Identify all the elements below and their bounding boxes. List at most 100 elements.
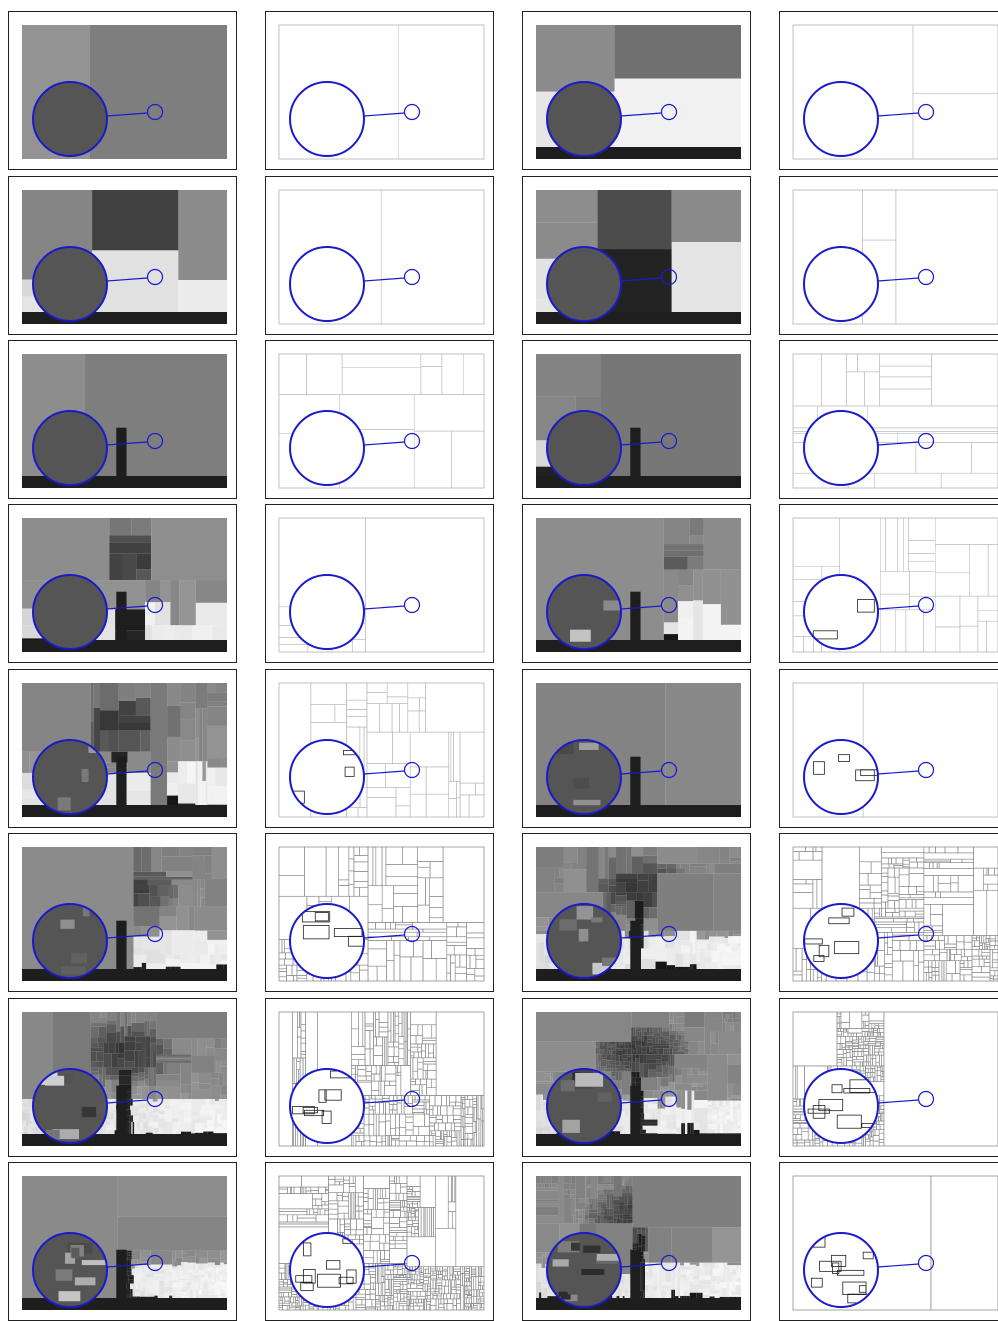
region-boundary [989,970,996,977]
magnifier-circle-small [660,268,678,286]
region-block [148,1293,155,1297]
region-boundary [947,935,957,945]
region-boundary [873,918,894,923]
region-boundary [923,972,927,982]
region-boundary [879,1124,885,1130]
region-block [623,1061,625,1066]
magnified-detail [804,904,878,978]
region-block [649,907,658,919]
region-block [616,882,626,893]
region-boundary [482,1120,485,1147]
region-boundary [453,1268,461,1272]
region-boundary [422,940,432,959]
region-block [222,1274,227,1278]
region-block [146,1272,155,1275]
region-boundary [419,697,426,712]
region-block [135,1283,138,1290]
region-boundary [857,1048,863,1052]
region-block [196,1269,199,1274]
region-boundary [795,947,803,972]
region-boundary [353,855,369,863]
region-block [631,856,643,874]
magnifier-connector [620,934,662,939]
region-boundary [894,900,900,909]
region-block [624,1046,629,1049]
region-block [731,946,738,952]
region-block [691,1090,695,1123]
region-block [148,1111,153,1118]
panel-partition [265,11,494,170]
region-block [621,1071,632,1095]
region-boundary [429,1135,434,1143]
region-boundary [467,1095,474,1100]
region-boundary [989,935,996,940]
region-boundary [964,948,973,958]
region-boundary [346,716,368,728]
region-block [143,1287,146,1292]
region-block [222,1123,227,1127]
panel-partition [779,11,998,170]
region-boundary [386,940,395,961]
region-boundary [881,882,889,892]
region-block [128,1259,132,1269]
region-boundary [453,731,461,782]
region-boundary [950,954,955,962]
region-boundary [803,636,814,653]
region-boundary [932,862,938,869]
region-boundary [403,1274,407,1278]
region-boundary [278,1302,283,1306]
panel-graphic [22,354,227,488]
region-block [222,1289,227,1293]
region-boundary [923,954,936,962]
region-block [627,938,631,952]
region-block [109,1075,120,1080]
region-boundary [867,1054,872,1063]
region-block [207,1250,221,1259]
region-block [707,1054,728,1101]
region-boundary [406,1296,411,1300]
region-boundary [409,1303,414,1307]
magnifier-connector [877,277,919,282]
region-block [218,944,227,955]
region-boundary [887,947,893,955]
region-boundary [419,1175,436,1208]
region-block [665,683,741,817]
region-boundary [806,969,811,982]
region-boundary [410,1295,418,1300]
region-block [736,1128,741,1131]
region-block [173,959,181,967]
region-boundary [893,865,904,869]
magnifier-circle-large [32,246,108,322]
region-block [724,1018,728,1023]
region-boundary [318,895,332,902]
region-boundary [885,907,896,913]
region-boundary [384,1250,390,1260]
region-boundary [446,926,457,938]
region-boundary [862,682,998,818]
region-boundary [873,965,880,974]
region-block [124,1061,135,1068]
region-boundary [871,907,875,920]
region-block [722,965,730,972]
region-boundary [792,883,814,893]
region-block [536,1131,543,1135]
region-boundary [404,1268,408,1275]
region-boundary [405,1122,414,1131]
region-block [648,930,657,937]
region-boundary [375,1301,381,1305]
region-block [186,761,196,784]
region-boundary [346,699,368,710]
region-block [221,1288,227,1290]
region-block [619,1045,625,1049]
region-boundary [386,696,409,704]
region-block [711,1108,720,1112]
region-block [213,1130,227,1134]
region-boundary [859,884,871,890]
region-boundary [394,1240,408,1245]
region-block [651,873,658,893]
region-boundary [908,873,925,887]
region-boundary [466,937,485,949]
region-boundary [973,846,998,869]
region-block [27,1099,33,1102]
region-block [657,863,667,869]
